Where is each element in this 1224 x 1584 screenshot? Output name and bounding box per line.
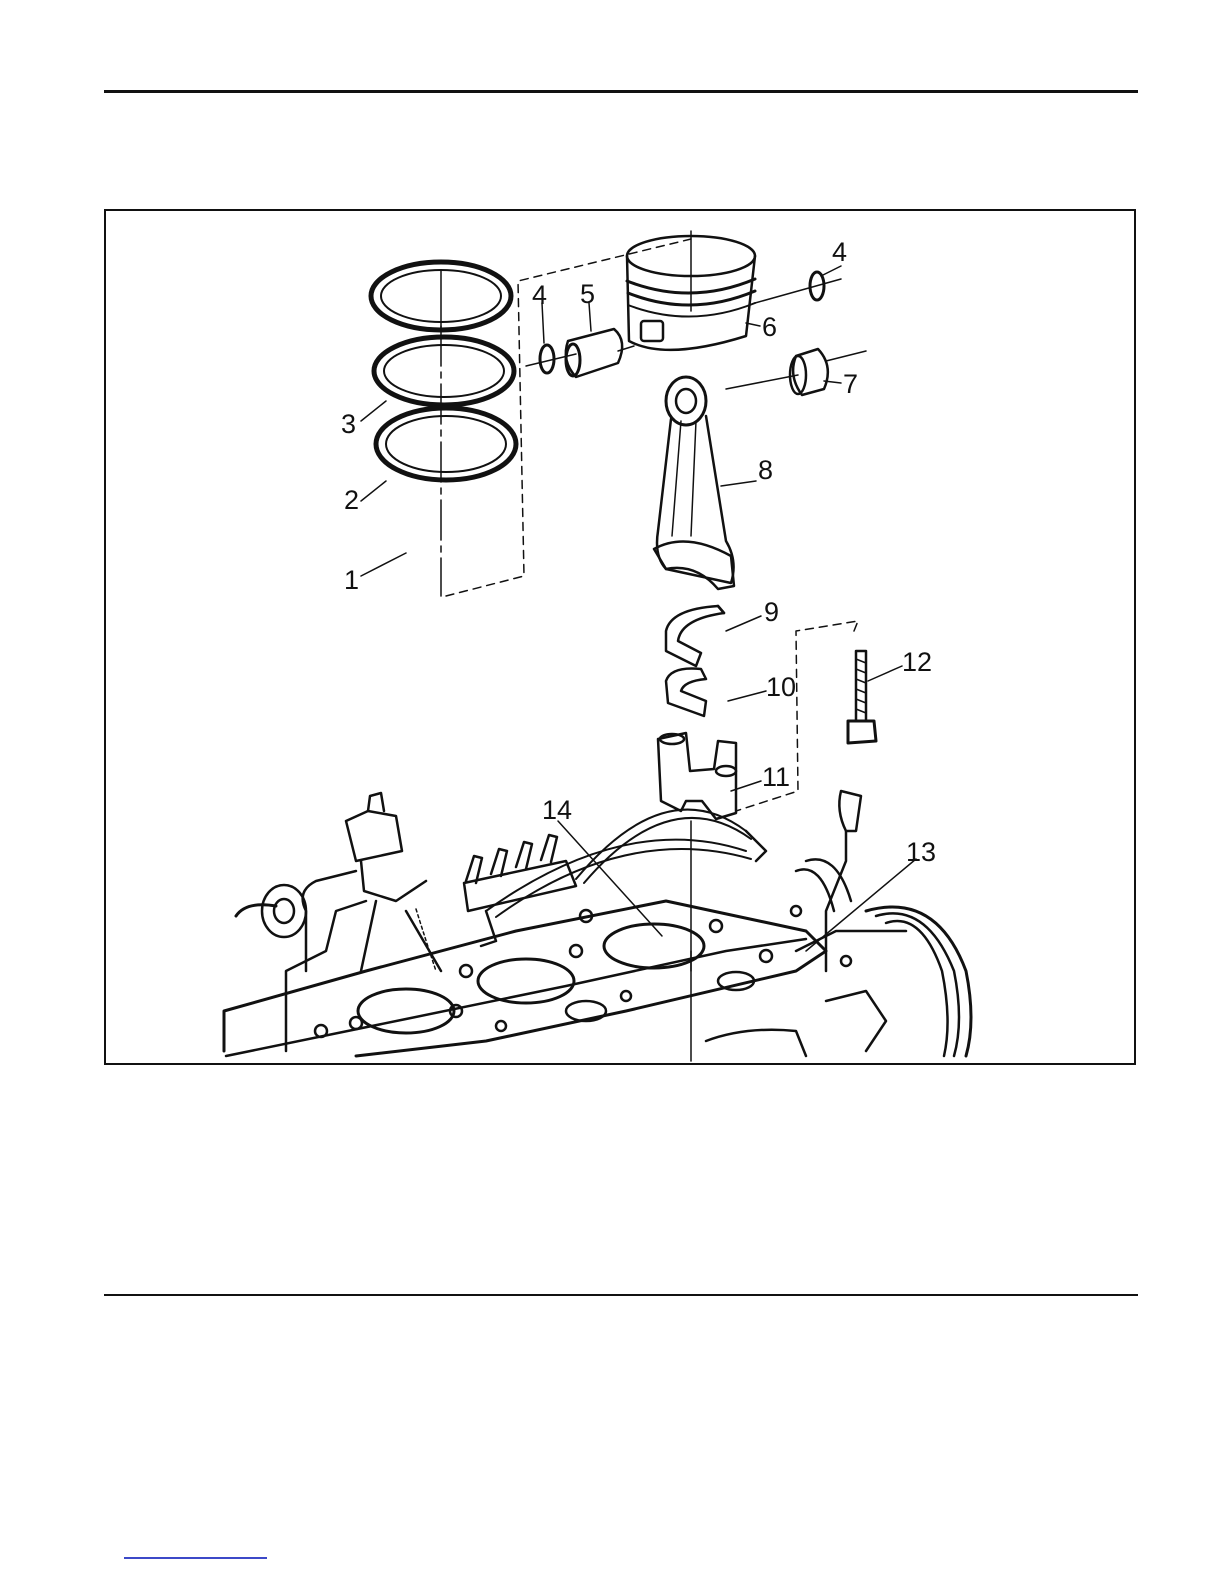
piston-ring-2 [374,337,514,405]
callout-7: 7 [843,369,858,399]
callout-12: 12 [902,647,932,677]
small-end-bushing [790,349,828,395]
callout-2: 2 [344,485,359,515]
callout-1: 1 [344,565,359,595]
header-rule [104,90,1138,93]
callout-4-left: 4 [532,280,547,310]
bearing-upper [666,606,724,666]
piston [627,231,755,350]
connecting-rod [654,377,734,589]
bearing-cap [658,733,736,819]
callout-11: 11 [762,762,790,792]
callout-4-right: 4 [832,237,847,267]
piston-pin [566,329,622,377]
callout-14: 14 [542,795,572,825]
callout-13: 13 [906,837,936,867]
callout-3: 3 [341,409,356,439]
exploded-view-figure: 1 2 3 4 4 5 6 7 8 9 10 11 12 13 14 [104,209,1136,1065]
bearing-lower [666,669,706,717]
footer-link-underline[interactable] [124,1557,267,1559]
piston-ring-1 [376,408,516,480]
cylinder-block [224,791,971,1056]
callout-9: 9 [764,597,779,627]
piston-connecting-rod-diagram: 1 2 3 4 4 5 6 7 8 9 10 11 12 13 14 [106,211,1136,1065]
footer-rule [104,1294,1138,1296]
callout-6: 6 [762,312,777,342]
connecting-rod-bolt [848,651,876,743]
snap-ring-left [540,345,554,373]
callout-8: 8 [758,455,773,485]
callout-5: 5 [580,279,595,309]
callout-10: 10 [766,672,796,702]
